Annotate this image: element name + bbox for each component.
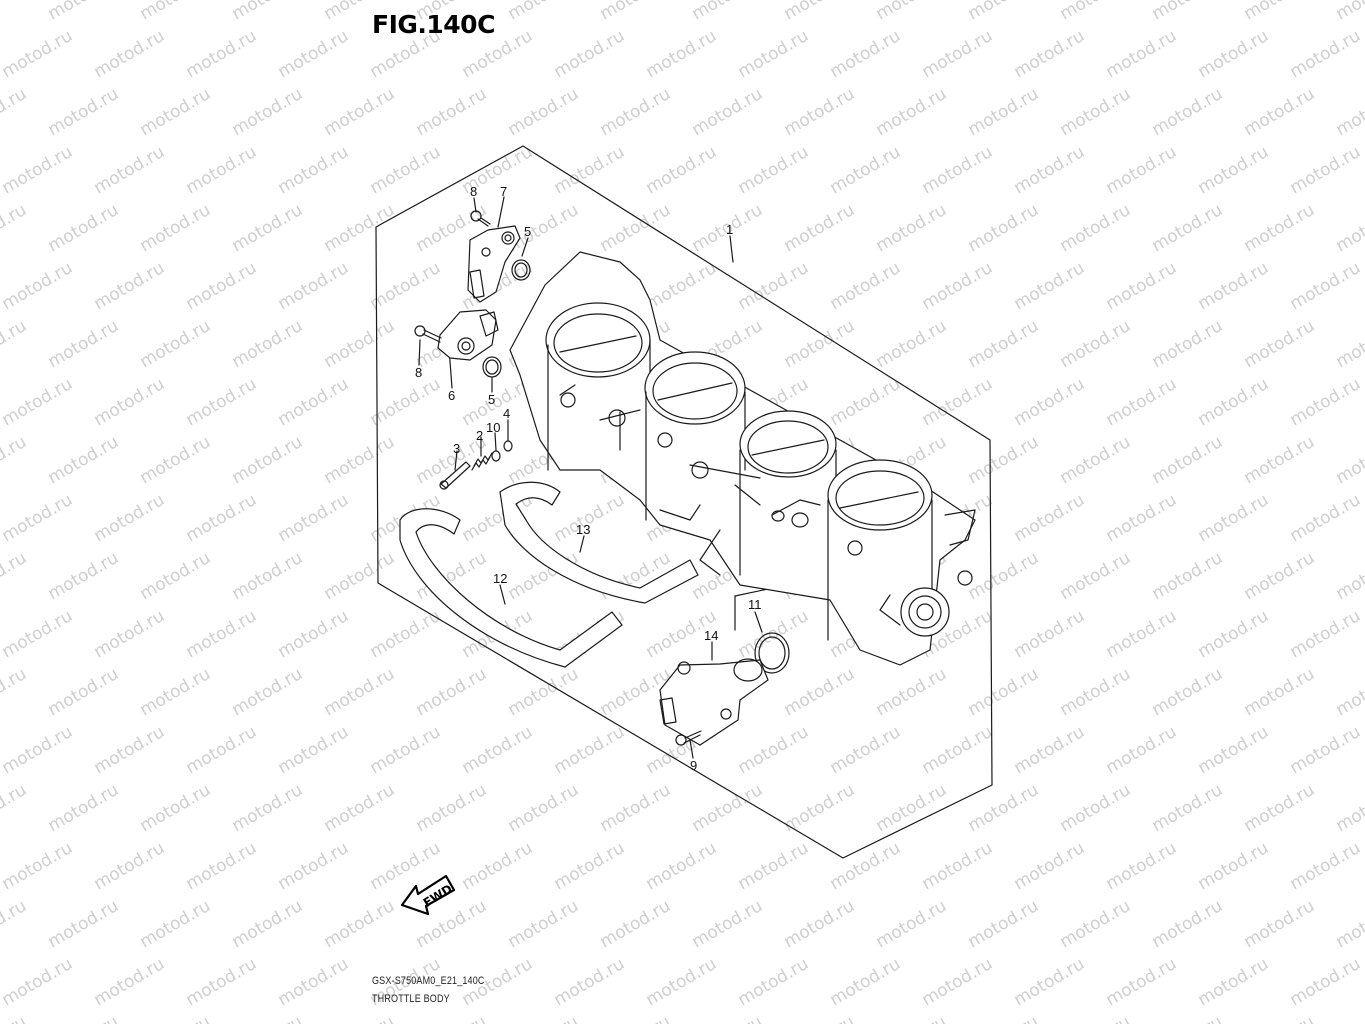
callout-5-lower: 5 — [488, 392, 495, 407]
callout-13: 13 — [576, 522, 590, 537]
callout-2: 2 — [476, 428, 483, 443]
assembly-name: THROTTLE BODY — [372, 993, 450, 1005]
pressure-sensor — [437, 309, 499, 361]
adjusting-screw — [439, 461, 471, 490]
callout-12: 12 — [493, 571, 507, 586]
throttle-body-assembly — [509, 251, 976, 666]
o-ring-small — [503, 440, 513, 452]
callout-3: 3 — [453, 441, 460, 456]
callout-10: 10 — [486, 420, 500, 435]
idle-speed-control-valve — [659, 658, 769, 746]
screw-9 — [675, 730, 702, 746]
hose-12 — [399, 508, 623, 668]
diagram-code: GSX-S750AM0_E21_140C — [372, 975, 485, 987]
hose-13 — [499, 481, 699, 604]
callout-9: 9 — [690, 758, 697, 773]
callout-4: 4 — [503, 406, 510, 421]
o-ring-lower — [482, 356, 502, 378]
o-ring-11 — [754, 632, 790, 674]
spring — [471, 452, 493, 471]
callout-11: 11 — [748, 597, 762, 612]
callout-6: 6 — [448, 388, 455, 403]
bolt-upper — [470, 210, 491, 227]
assembly-frame — [375, 145, 993, 859]
callout-8-lower: 8 — [415, 365, 422, 380]
callout-1: 1 — [726, 222, 733, 237]
washer — [491, 450, 501, 462]
callout-8-upper: 8 — [470, 184, 477, 199]
o-ring-upper — [511, 259, 531, 281]
callout-5-upper: 5 — [524, 224, 531, 239]
bolt-lower — [414, 325, 442, 343]
throttle-position-sensor-upper — [467, 225, 521, 303]
callout-14: 14 — [704, 628, 718, 643]
figure-title: FIG.140C — [372, 10, 495, 39]
callout-7: 7 — [500, 184, 507, 199]
fwd-arrow-icon — [400, 874, 456, 916]
